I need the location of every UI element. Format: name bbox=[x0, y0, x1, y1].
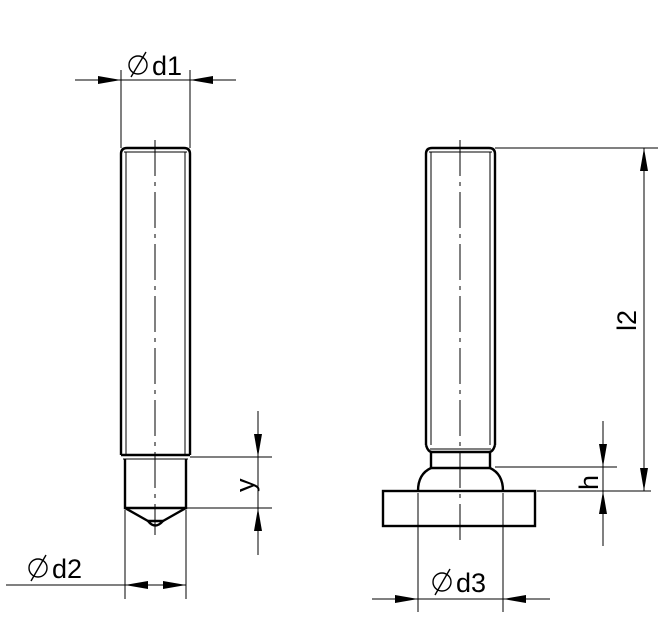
arrow-head bbox=[254, 508, 262, 531]
diameter-symbol-icon bbox=[128, 51, 148, 78]
left-stud-cone bbox=[124, 506, 187, 523]
arrow-head bbox=[599, 444, 607, 467]
arrow-head bbox=[395, 595, 418, 603]
arrow-head bbox=[163, 581, 186, 589]
right-stud-weld-collar bbox=[416, 466, 505, 492]
arrow-head bbox=[254, 434, 262, 457]
arrow-head bbox=[599, 491, 607, 514]
label-d2: d2 bbox=[52, 554, 82, 584]
arrow-head bbox=[640, 468, 648, 491]
diameter-symbol-icon bbox=[28, 554, 48, 582]
left-stud bbox=[119, 140, 192, 535]
label-h: h bbox=[574, 475, 604, 490]
arrow-head bbox=[640, 148, 648, 171]
label-d3: d3 bbox=[456, 568, 486, 598]
dimension-d2: d2 bbox=[6, 510, 187, 599]
diameter-symbol-icon bbox=[432, 568, 452, 596]
dimension-d3: d3 bbox=[372, 493, 550, 612]
arrow-head bbox=[503, 595, 526, 603]
label-y: y bbox=[230, 478, 260, 492]
right-stud-flange bbox=[381, 489, 537, 528]
dimension-l2: l2 bbox=[495, 147, 658, 492]
left-stud-ignition-tip bbox=[145, 519, 166, 527]
label-d1: d1 bbox=[152, 51, 182, 81]
arrow-head bbox=[98, 76, 121, 84]
arrow-head bbox=[125, 581, 148, 589]
dimension-h: h bbox=[495, 421, 617, 546]
dimension-y: y bbox=[186, 411, 272, 555]
right-stud bbox=[381, 140, 537, 540]
arrow-head bbox=[190, 76, 213, 84]
right-stud-neck bbox=[429, 452, 492, 468]
dimension-d1: d1 bbox=[75, 51, 236, 148]
label-l2: l2 bbox=[612, 310, 642, 331]
